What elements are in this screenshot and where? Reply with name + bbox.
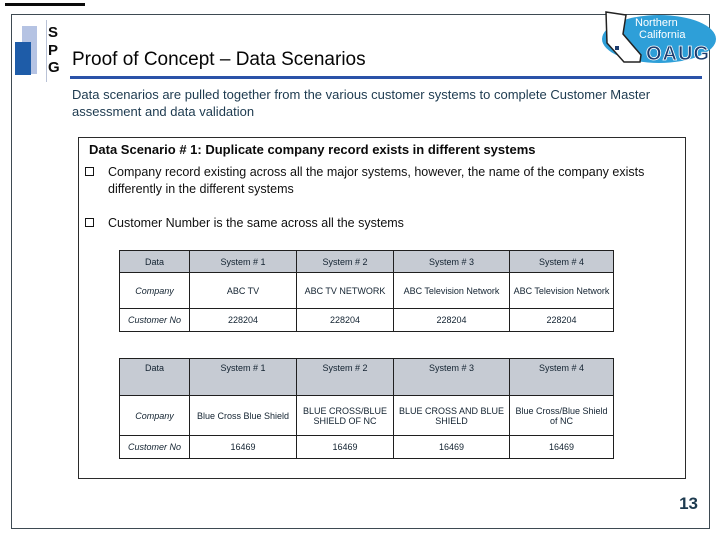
table-cell: BLUE CROSS/BLUE SHIELD OF NC — [296, 395, 394, 436]
table-cell: 16469 — [509, 435, 614, 459]
table-row: Customer No 228204 228204 228204 228204 — [119, 308, 614, 332]
checkbox-bullet-icon — [85, 167, 94, 176]
scenario-heading: Data Scenario # 1: Duplicate company rec… — [89, 142, 536, 157]
scenario-table-abc: Data System # 1 System # 2 System # 3 Sy… — [119, 250, 614, 332]
oaug-logo: Northern California OAUG — [602, 11, 716, 64]
table-cell: Blue Cross/Blue Shield of NC — [509, 395, 614, 436]
scenario-table-bluecross: Data System # 1 System # 2 System # 3 Sy… — [119, 358, 614, 459]
table-row: Company Blue Cross Blue Shield BLUE CROS… — [119, 395, 614, 436]
row-label: Company — [119, 272, 190, 309]
scenario-box: Data Scenario # 1: Duplicate company rec… — [78, 137, 686, 479]
table-cell: ABC TV NETWORK — [296, 272, 394, 309]
table-cell: Blue Cross Blue Shield — [189, 395, 297, 436]
bullet-item: Customer Number is the same across all t… — [85, 215, 668, 232]
spg-letter-p: P — [48, 41, 59, 59]
spg-logo-darkblue-bar — [15, 42, 31, 75]
table-cell: ABC TV — [189, 272, 297, 309]
row-label: Customer No — [119, 435, 190, 459]
column-header: System # 2 — [296, 250, 394, 273]
column-header: System # 4 — [509, 358, 614, 396]
bullet-text: Customer Number is the same across all t… — [108, 216, 404, 230]
table-cell: 16469 — [393, 435, 510, 459]
page-number: 13 — [679, 494, 698, 513]
spg-logo-rule — [46, 20, 47, 82]
table-header-row: Data System # 1 System # 2 System # 3 Sy… — [119, 358, 614, 396]
spg-letter-g: G — [48, 59, 61, 76]
spg-logo-letters: S P G — [48, 24, 60, 77]
table-header-row: Data System # 1 System # 2 System # 3 Sy… — [119, 250, 614, 273]
intro-paragraph: Data scenarios are pulled together from … — [72, 87, 651, 119]
table-cell: ABC Television Network — [509, 272, 614, 309]
table-cell: 16469 — [296, 435, 394, 459]
table-row: Customer No 16469 16469 16469 16469 — [119, 435, 614, 459]
column-header: System # 4 — [509, 250, 614, 273]
table-row: Company ABC TV ABC TV NETWORK ABC Televi… — [119, 272, 614, 309]
table-cell: BLUE CROSS AND BLUE SHIELD — [393, 395, 510, 436]
table-cell: 228204 — [509, 308, 614, 332]
content-frame-border — [11, 14, 710, 529]
column-header: System # 3 — [393, 250, 510, 273]
oaug-region-line2: California — [639, 29, 686, 41]
bullet-text: Company record existing across all the m… — [108, 165, 645, 196]
table-cell: 228204 — [296, 308, 394, 332]
column-header: System # 3 — [393, 358, 510, 396]
oaug-region-line1: Northern — [635, 17, 678, 29]
california-state-icon — [605, 11, 642, 63]
title-underline — [70, 76, 702, 79]
table-cell: 16469 — [189, 435, 297, 459]
table-cell: 228204 — [189, 308, 297, 332]
row-label: Company — [119, 395, 190, 436]
slide-title: Proof of Concept – Data Scenarios — [72, 49, 366, 70]
california-marker-icon — [615, 46, 619, 50]
row-label: Customer No — [119, 308, 190, 332]
oaug-acronym: OAUG — [646, 43, 710, 64]
spg-letter-s: S — [48, 24, 59, 41]
column-header: System # 1 — [189, 250, 297, 273]
column-header: System # 1 — [189, 358, 297, 396]
table-cell: 228204 — [393, 308, 510, 332]
column-header: Data — [119, 250, 190, 273]
table-cell: ABC Television Network — [393, 272, 510, 309]
top-accent-line — [5, 3, 85, 6]
bullet-item: Company record existing across all the m… — [85, 164, 668, 197]
column-header: Data — [119, 358, 190, 396]
column-header: System # 2 — [296, 358, 394, 396]
checkbox-bullet-icon — [85, 218, 94, 227]
